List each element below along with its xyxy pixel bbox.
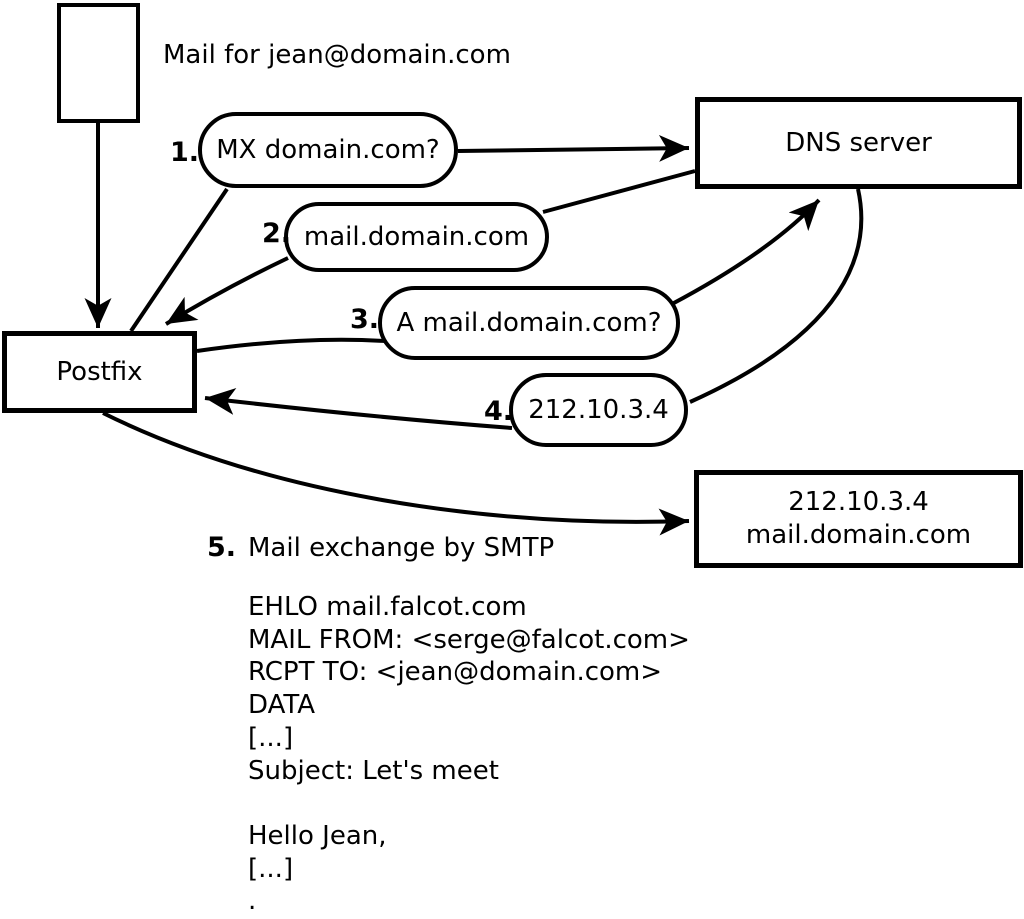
mail-message-box: [57, 3, 140, 123]
smtp-line-ellipsis-2: [...]: [248, 853, 294, 884]
smtp-line-subject: Subject: Let's meet: [248, 755, 499, 786]
line-postfix-to-a-query: [196, 337, 386, 353]
a-query-pill: A mail.domain.com?: [378, 286, 680, 360]
smtp-line-end-dot: .: [248, 886, 257, 917]
arrow-a-answer-to-postfix: [204, 388, 513, 430]
postfix-label: Postfix: [56, 357, 143, 387]
step-number-2: 2.: [262, 218, 292, 249]
step-number-1: 1.: [170, 137, 200, 168]
line-dns-to-a-answer: [689, 188, 864, 404]
mail-for-annotation: Mail for jean@domain.com: [163, 40, 511, 70]
mx-answer-label: mail.domain.com: [303, 222, 530, 252]
a-answer-pill: 212.10.3.4: [509, 373, 688, 447]
arrow-a-query-to-dns: [671, 198, 821, 306]
smtp-line-ellipsis-1: [...]: [248, 722, 294, 753]
dns-server-box: DNS server: [695, 97, 1022, 189]
a-query-label: A mail.domain.com?: [396, 308, 662, 338]
smtp-line-data: DATA: [248, 690, 315, 721]
mail-server-ip: 212.10.3.4: [788, 487, 929, 517]
step-number-5: 5.: [207, 532, 237, 563]
a-answer-label: 212.10.3.4: [528, 395, 669, 425]
smtp-line-rcpt-to: RCPT TO: <jean@domain.com>: [248, 657, 663, 688]
smtp-line-ehlo: EHLO mail.falcot.com: [248, 592, 527, 622]
smtp-exchange-label: Mail exchange by SMTP: [248, 533, 555, 563]
smtp-line-blank: [248, 787, 690, 820]
smtp-line-hello: Hello Jean,: [248, 820, 387, 851]
mx-query-pill: MX domain.com?: [198, 112, 458, 188]
arrow-postfix-to-mail-server: [102, 411, 690, 536]
arrow-mx-answer-to-postfix: [164, 256, 289, 326]
step-number-4: 4.: [484, 396, 514, 427]
line-dns-to-mx-answer: [542, 169, 696, 214]
smtp-line-mail-from: MAIL FROM: <serge@falcot.com>: [248, 624, 690, 655]
postfix-box: Postfix: [2, 331, 197, 413]
mail-server-hostname: mail.domain.com: [745, 520, 972, 550]
smtp-session-block: EHLO mail.falcot.com MAIL FROM: <serge@f…: [248, 591, 690, 918]
step-number-3: 3.: [350, 304, 380, 335]
dns-server-label: DNS server: [785, 128, 932, 158]
mx-answer-pill: mail.domain.com: [284, 202, 549, 272]
line-postfix-to-mx-query: [129, 187, 229, 333]
mx-query-label: MX domain.com?: [216, 135, 440, 165]
mail-server-box: 212.10.3.4 mail.domain.com: [694, 470, 1023, 568]
arrow-mx-query-to-dns: [457, 134, 690, 162]
